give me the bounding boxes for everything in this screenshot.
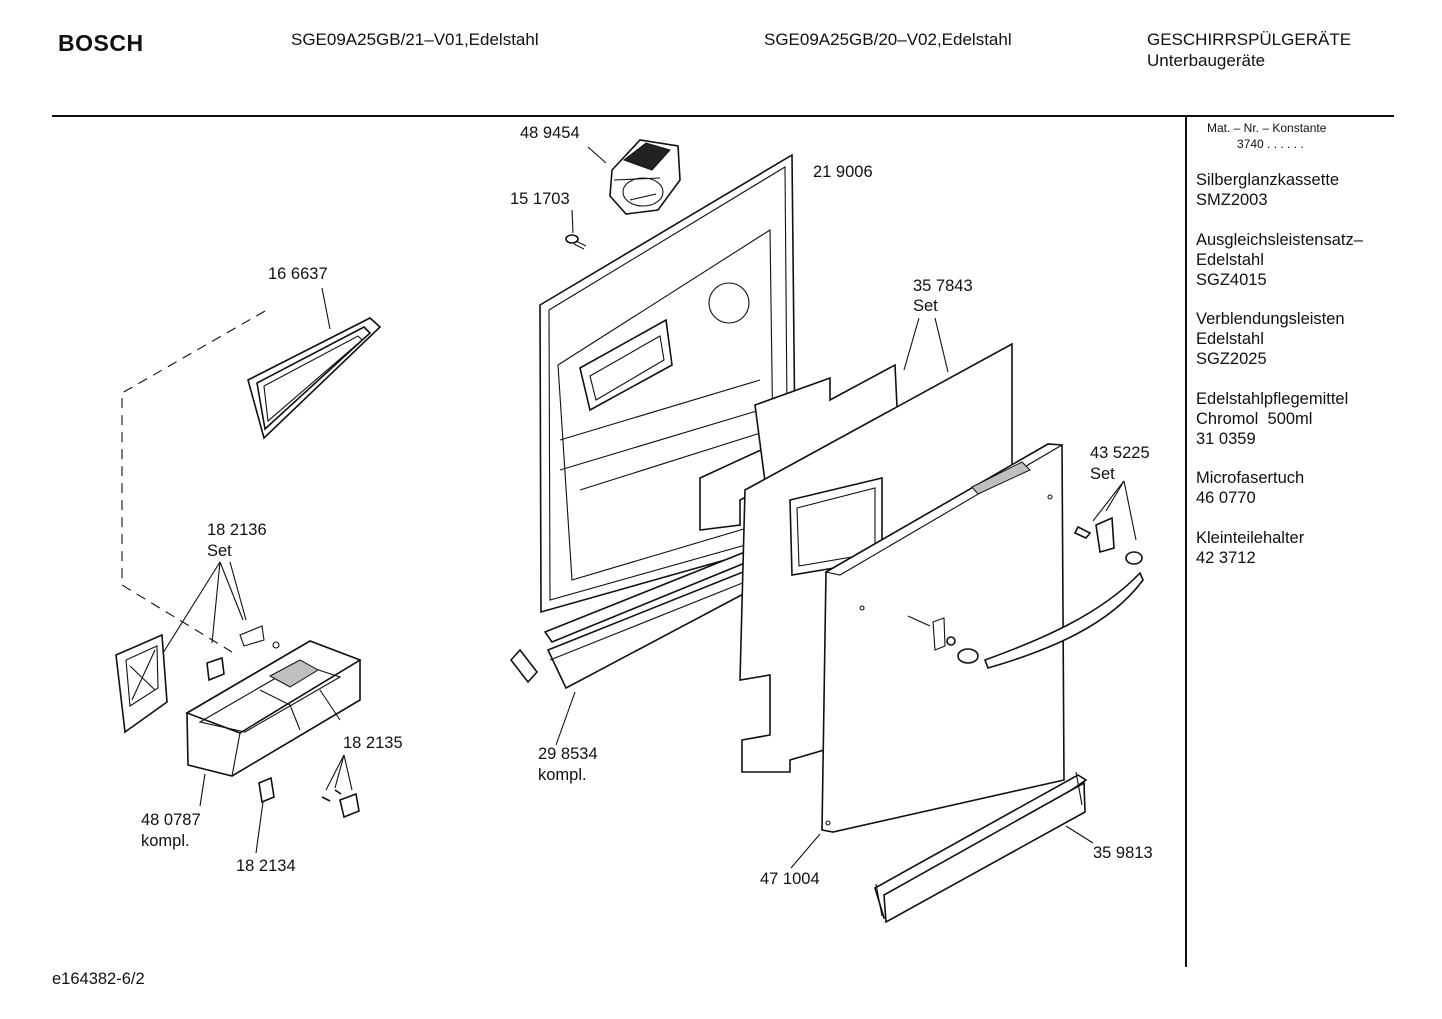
label-18-2136-note: Set (207, 542, 232, 560)
part-16-6637-frame (247, 317, 382, 440)
accessory-code: SMZ2003 (1196, 191, 1268, 209)
category-subtitle: Unterbaugeräte (1147, 51, 1266, 70)
accessory-item: Microfasertuch 46 0770 (1196, 468, 1304, 508)
accessory-item: Verblendungsleisten Edelstahl SGZ2025 (1196, 309, 1345, 369)
label-16-6637: 16 6637 (268, 265, 328, 283)
accessory-item: Edelstahlpflegemittel Chromol 500ml 31 0… (1196, 389, 1348, 449)
label-29-8534: 29 8534 (538, 745, 598, 763)
label-15-1703: 15 1703 (510, 190, 570, 208)
accessory-name: Verblendungsleisten (1196, 310, 1345, 328)
mat-nr-header: Mat. – Nr. – Konstante (1207, 121, 1327, 135)
exploded-parts-drawing (115, 139, 1144, 924)
accessory-code: 31 0359 (1196, 430, 1256, 448)
accessory-name: Ausgleichsleistensatz– (1196, 231, 1363, 249)
accessory-item: Silberglanzkassette SMZ2003 (1196, 170, 1339, 210)
part-48-0787-control-module (185, 640, 362, 777)
part-43-5225-handle (907, 516, 1144, 669)
part-18-2136-set (115, 625, 280, 734)
label-29-8534-note: kompl. (538, 766, 587, 784)
label-21-9006: 21 9006 (813, 163, 873, 181)
accessory-code: 42 3712 (1196, 549, 1256, 567)
label-35-9813: 35 9813 (1093, 844, 1153, 862)
part-18-2135 (321, 789, 360, 819)
leader-lines (162, 146, 1137, 869)
model-2: SGE09A25GB/20–V02,Edelstahl (764, 30, 1012, 49)
label-18-2135: 18 2135 (343, 734, 403, 752)
label-43-5225-note: Set (1090, 465, 1115, 483)
part-35-9813-kickplate (874, 771, 1088, 924)
accessory-item: Kleinteilehalter 42 3712 (1196, 528, 1304, 568)
model-1: SGE09A25GB/21–V01,Edelstahl (291, 30, 539, 49)
accessory-name: Edelstahlpflegemittel (1196, 390, 1349, 408)
label-48-0787: 48 0787 (141, 811, 201, 829)
label-35-7843-note: Set (913, 297, 938, 315)
accessory-code: 46 0770 (1196, 489, 1256, 507)
label-35-7843: 35 7843 (913, 277, 973, 295)
accessory-name: Microfasertuch (1196, 469, 1305, 487)
accessory-code: SGZ2025 (1196, 350, 1267, 368)
accessory-detail: Chromol 500ml (1196, 410, 1313, 428)
label-43-5225: 43 5225 (1090, 444, 1150, 462)
hinge-clip (509, 648, 539, 684)
part-29-8534-seal (543, 547, 768, 690)
accessory-name: Silberglanzkassette (1196, 171, 1340, 189)
part-15-1703-screw (565, 234, 587, 250)
label-18-2136: 18 2136 (207, 521, 267, 539)
accessory-item: Ausgleichsleistensatz– Edelstahl SGZ4015 (1196, 230, 1363, 290)
accessory-name: Kleinteilehalter (1196, 529, 1305, 547)
mat-nr-value: 3740 . . . . . . (1237, 137, 1304, 151)
accessory-detail: Edelstahl (1196, 251, 1264, 269)
label-18-2134: 18 2134 (236, 857, 296, 875)
label-48-9454: 48 9454 (520, 124, 580, 142)
document-id: e164382-6/2 (52, 970, 145, 988)
label-47-1004: 47 1004 (760, 870, 820, 888)
accessory-code: SGZ4015 (1196, 271, 1267, 289)
accessory-detail: Edelstahl (1196, 330, 1264, 348)
part-47-1004-front-panel (821, 443, 1065, 833)
category-title: GESCHIRRSPÜLGERÄTE (1147, 30, 1352, 49)
header-rule (52, 115, 1394, 117)
dashed-assembly-line (121, 310, 266, 653)
sidebar-rule (1185, 117, 1187, 967)
part-18-2134 (258, 776, 275, 804)
brand-logo: BOSCH (58, 30, 144, 56)
part-48-9454-latch (609, 139, 681, 215)
label-48-0787-note: kompl. (141, 832, 190, 850)
